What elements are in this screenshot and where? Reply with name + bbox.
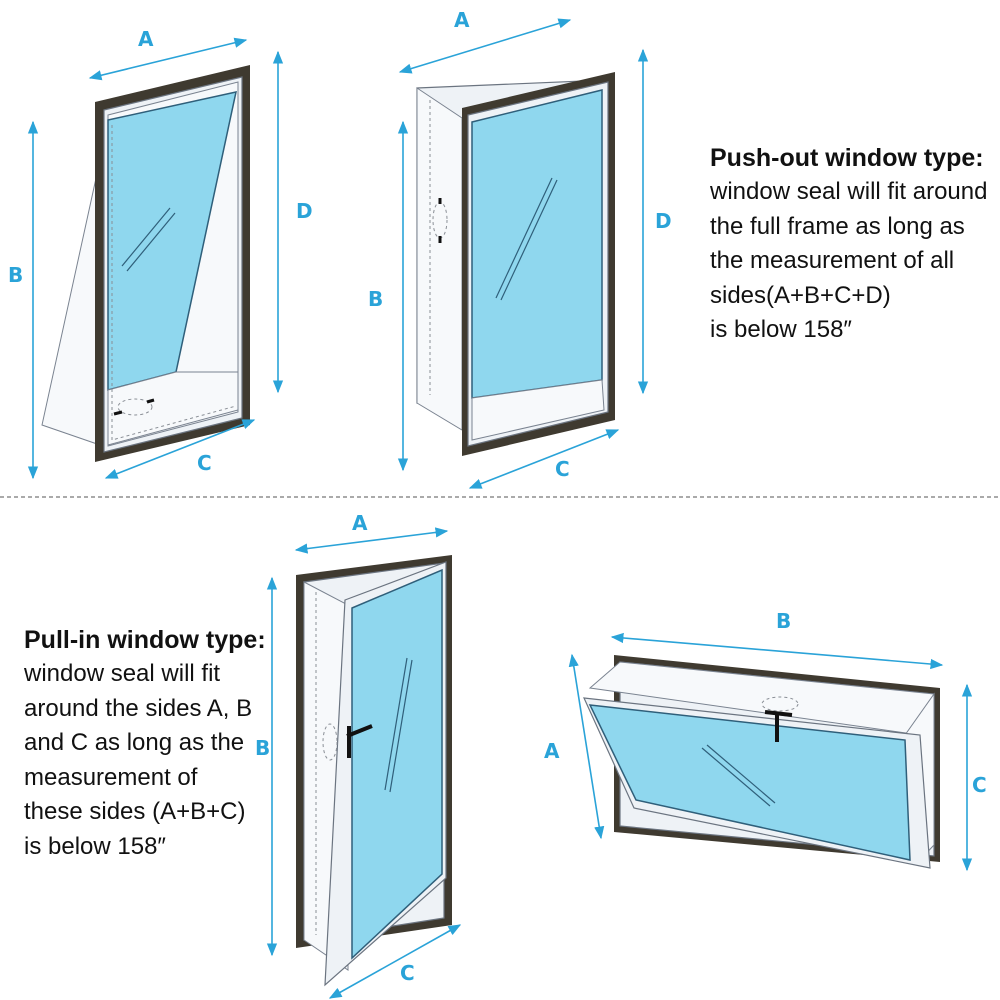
- label-d-w1: D: [296, 199, 313, 223]
- arrow-c-w3: [328, 924, 462, 999]
- label-b-w2: B: [368, 287, 383, 311]
- arrow-a-w4: [568, 653, 605, 840]
- label-b-w4: B: [776, 609, 791, 633]
- push-out-line: the measurement of all: [710, 247, 955, 274]
- push-out-window-1: [41, 65, 250, 462]
- arrow-a-w3: [294, 527, 449, 554]
- dimension-arrows: [27, 18, 973, 999]
- push-out-line: window seal will fit around: [710, 178, 988, 205]
- label-a-w2: A: [454, 8, 470, 32]
- dimension-labels: A B C D A B C D A B C B A C: [8, 8, 987, 985]
- pull-in-line: around the sides A, B: [24, 694, 253, 722]
- label-a-w4: A: [544, 739, 560, 763]
- pull-in-line: measurement of: [24, 763, 198, 791]
- push-out-line: is below 158″: [710, 316, 852, 343]
- pull-in-line: is below 158″: [24, 832, 166, 860]
- pull-in-description: Pull-in window type: window seal will fi…: [24, 623, 266, 864]
- pull-in-title: Pull-in window type:: [24, 626, 266, 654]
- arrow-a-w2: [398, 18, 572, 74]
- arrow-c-w1: [104, 419, 256, 479]
- label-a-w3: A: [352, 511, 368, 535]
- pull-in-window-1: [296, 555, 452, 987]
- push-out-window-2: [416, 72, 615, 456]
- push-out-title: Push-out window type:: [710, 144, 984, 172]
- arrow-c-w2: [468, 429, 620, 489]
- pull-in-window-2: [583, 655, 940, 869]
- label-c-w2: C: [555, 457, 570, 481]
- pull-in-line: these sides (A+B+C): [24, 798, 246, 825]
- arrow-a-w1: [88, 37, 248, 81]
- label-d-w2: D: [655, 209, 672, 233]
- label-c-w4: C: [972, 773, 987, 797]
- label-a-w1: A: [138, 27, 154, 51]
- push-out-line: sides(A+B+C+D): [710, 281, 891, 309]
- label-c-w3: C: [400, 961, 415, 985]
- label-c-w1: C: [197, 451, 212, 475]
- pull-in-line: window seal will fit: [24, 660, 221, 687]
- label-b-w1: B: [8, 263, 23, 287]
- label-b-w3: B: [255, 736, 270, 760]
- push-out-description: Push-out window type: window seal will f…: [710, 141, 987, 348]
- arrow-b-w4: [610, 632, 944, 670]
- push-out-line: the full frame as long as: [710, 212, 965, 240]
- pull-in-line: and C as long as the: [24, 729, 245, 756]
